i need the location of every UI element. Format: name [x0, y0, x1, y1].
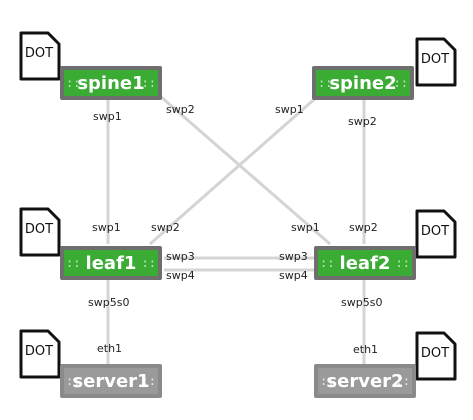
port-label-leaf2-swp1: swp1	[291, 221, 320, 234]
node-label: leaf2	[339, 252, 391, 274]
node-label: spine1	[77, 72, 145, 94]
port-label-spine2-swp2: swp2	[348, 115, 377, 128]
port-label-leaf2-swp3: swp3	[279, 250, 308, 263]
dot-label: DOT	[24, 344, 54, 359]
port-label-leaf2-swp5s0: swp5s0	[341, 296, 383, 309]
link-spine1-leaf2	[159, 94, 331, 246]
dot-label: DOT	[24, 46, 54, 61]
port-label-server1-eth1: eth1	[97, 342, 123, 355]
port-label-leaf1-swp1: swp1	[92, 221, 121, 234]
port-label-server2-eth1: eth1	[353, 343, 379, 356]
node-spine2[interactable]: :: spine2 ::	[312, 66, 414, 100]
node-server2[interactable]: :: server2 ::	[314, 364, 416, 398]
dot-label: DOT	[420, 346, 450, 361]
dot-file-icon-server1: DOT	[18, 328, 62, 380]
dot-file-icon-spine1: DOT	[18, 30, 62, 82]
port-label-leaf1-swp2: swp2	[151, 221, 180, 234]
node-label: spine2	[329, 72, 397, 94]
port-label-leaf1-swp4: swp4	[166, 269, 195, 282]
dot-file-icon-leaf1: DOT	[18, 206, 62, 258]
port-label-leaf1-swp5s0: swp5s0	[88, 296, 130, 309]
node-label: leaf1	[85, 252, 137, 274]
port-label-leaf2-swp2: swp2	[349, 221, 378, 234]
port-label-spine2-swp1: swp1	[275, 103, 304, 116]
port-label-leaf2-swp4: swp4	[279, 269, 308, 282]
dot-label: DOT	[24, 222, 54, 237]
node-spine1[interactable]: :: spine1 ::	[60, 66, 162, 100]
node-server1[interactable]: :: server1 ::	[60, 364, 162, 398]
dot-file-icon-server2: DOT	[414, 330, 458, 382]
dot-label: DOT	[420, 52, 450, 67]
dot-label: DOT	[420, 224, 450, 239]
port-label-spine1-swp1: swp1	[93, 110, 122, 123]
dot-file-icon-spine2: DOT	[414, 36, 458, 88]
node-leaf1[interactable]: :: leaf1 ::	[60, 246, 162, 280]
node-label: server1	[72, 370, 150, 392]
dot-file-icon-leaf2: DOT	[414, 208, 458, 260]
port-label-leaf1-swp3: swp3	[166, 250, 195, 263]
link-spine2-leaf1	[149, 94, 319, 246]
node-leaf2[interactable]: :: leaf2 ::	[314, 246, 416, 280]
port-label-spine1-swp2: swp2	[166, 103, 195, 116]
node-label: server2	[326, 370, 404, 392]
